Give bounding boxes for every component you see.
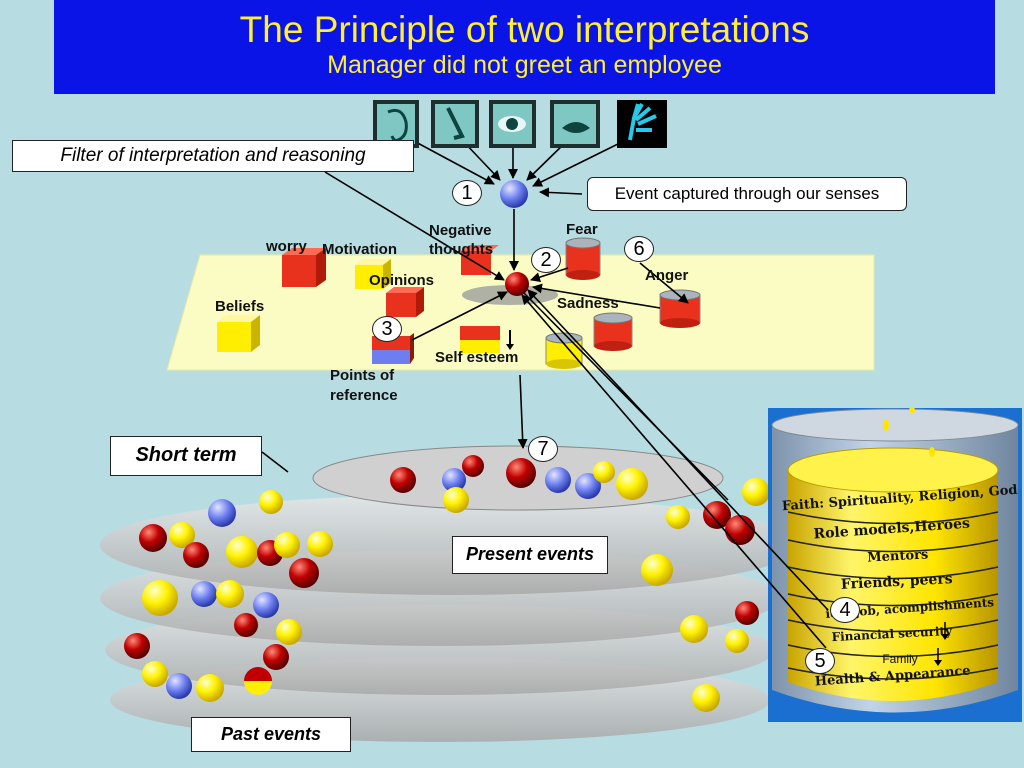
memory-ball [575,473,601,499]
memory-ball [191,581,217,607]
memory-ball [735,601,759,625]
step-7: 7 [528,436,558,462]
flow-arrows [261,139,829,649]
mouth-icon [550,100,600,148]
senses-row [373,100,667,148]
self-esteem-label: Self esteem [435,349,519,366]
mixed-memory-ball [244,667,272,695]
por-friends: Friends, peers [841,571,954,593]
points-of-reference-label-1: Points of [330,367,395,384]
memory-ball [443,487,469,513]
motivation-cube [355,259,391,289]
memory-ball [142,580,178,616]
memory-ball [166,673,192,699]
eye-icon [489,100,536,148]
por-mentors: Mentors [867,547,929,565]
worry-cube [282,248,326,287]
fear-cylinder [565,237,601,280]
step-5: 5 [805,648,835,674]
step-2: 2 [531,247,561,273]
memory-ball [124,633,150,659]
memory-ball [253,592,279,618]
memory-ball [442,468,466,492]
memory-ball [390,467,416,493]
negative-thoughts-cube [461,245,499,275]
step-1: 1 [452,180,482,206]
memory-ball [666,505,690,529]
memory-ball [289,558,319,588]
memory-ball [462,455,484,477]
fear-label: Fear [566,221,598,238]
anger-label: Anger [645,267,689,284]
memory-ball [276,619,302,645]
points-of-reference-label-2: reference [330,387,398,404]
memory-ball [142,661,168,687]
nose-icon [431,100,479,148]
beliefs-label: Beliefs [215,298,265,315]
drum-arrows [934,622,949,666]
slide-subtitle: Manager did not greet an employee [327,51,722,79]
memory-ball [692,684,720,712]
step-3: 3 [372,316,402,342]
memory-ball [196,674,224,702]
memory-ball [616,468,648,500]
motivation-label: Motivation [322,241,397,258]
slide-title: The Principle of two interpretations [239,9,810,50]
memory-ball [742,478,770,506]
memory-ball [680,615,708,643]
opinions-label: Opinions [369,272,434,289]
event-label: Event captured through our senses [587,177,907,211]
memory-balls [124,455,770,712]
memory-ball [259,490,283,514]
memory-ball [226,536,258,568]
memory-ball [703,501,731,529]
memory-ball [641,554,673,586]
memory-ball [139,524,167,552]
memory-ball [183,542,209,568]
step-6: 6 [624,236,654,262]
opinions-cube [386,287,424,317]
por-financial: Financial security [831,624,953,644]
self-esteem-cube [460,326,514,353]
memory-ball [274,532,300,558]
worry-label: worry [266,238,307,255]
filter-sphere [505,272,529,296]
memory-ball [208,499,236,527]
memory-ball [506,458,536,488]
memory-ball [263,644,289,670]
negative-thoughts-label-2: thoughts [429,241,494,258]
hand-icon [617,100,667,148]
memory-ball [725,629,749,653]
points-of-reference-drum [768,407,1022,722]
step-4: 4 [830,597,860,623]
filter-label: Filter of interpretation and reasoning [12,140,414,172]
memory-ball [545,467,571,493]
memory-ball [593,461,615,483]
short-term-label: Short term [110,436,262,476]
negative-thoughts-label-1: Negative [429,222,492,239]
filter-panel [166,254,875,371]
memory-ball [307,531,333,557]
perception-sphere [500,180,528,208]
past-events-label: Past events [191,717,351,752]
memory-ball [234,613,258,637]
sadness-label: Sadness [557,295,619,312]
title-banner: The Principle of two interpretations Man… [54,0,995,94]
memory-ball [216,580,244,608]
memory-ball [725,515,755,545]
sadness-cylinder [593,312,633,351]
present-events-label: Present events [452,536,608,574]
beliefs-cube [217,315,260,352]
memory-ball [169,522,195,548]
por-family: Family [882,652,917,666]
self-esteem-cylinder [545,332,583,369]
